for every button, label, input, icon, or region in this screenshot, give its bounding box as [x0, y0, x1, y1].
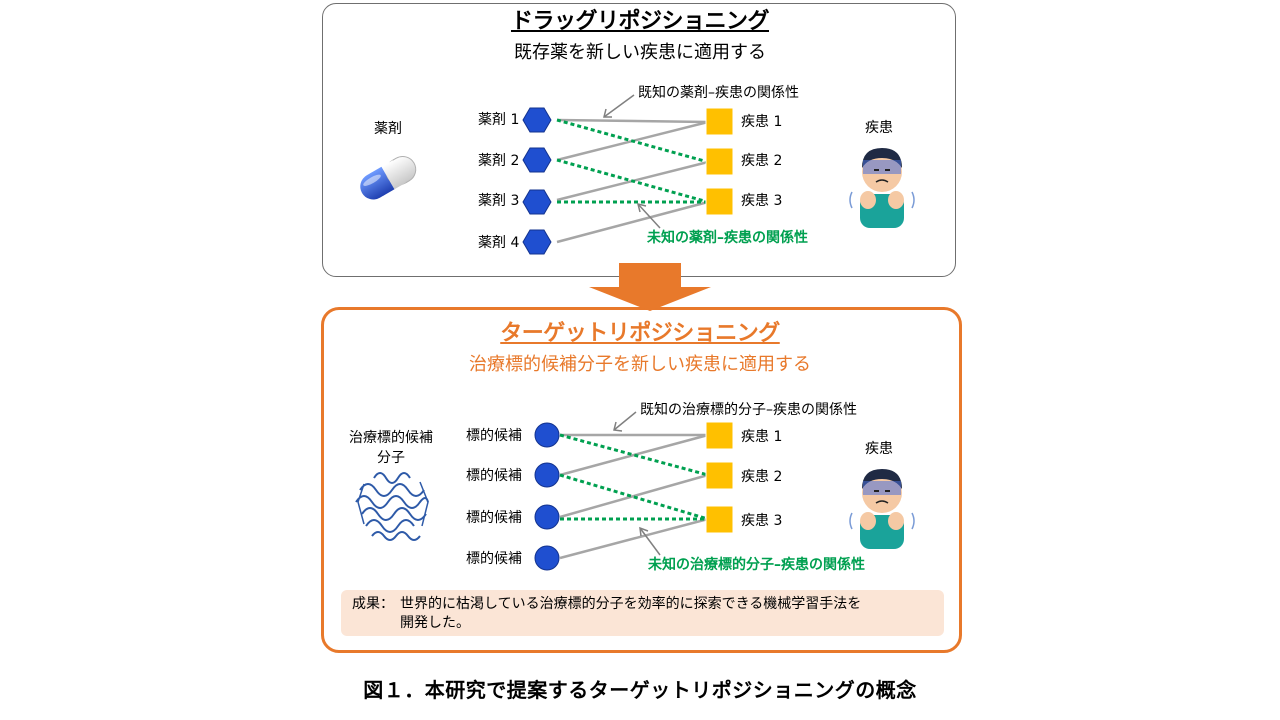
unknown-edges-top	[556, 118, 709, 204]
drug-node-4	[522, 229, 552, 255]
known-relation-note-bottom: 既知の治療標的分子–疾患の関係性	[640, 402, 857, 418]
target-label-3: 標的候補	[466, 510, 522, 526]
disease-caption-top: 疾患	[865, 120, 893, 136]
known-edge-target2-disease1	[559, 433, 709, 477]
drug-repositioning-title: ドラッグリポジショニング	[510, 9, 770, 34]
disease-nodes-top	[705, 107, 734, 216]
capsule-icon	[360, 156, 417, 200]
disease-node-bottom-2	[705, 461, 734, 490]
disease-label-bottom-2: 疾患 2	[741, 469, 783, 485]
drug-caption: 薬剤	[374, 121, 402, 137]
target-node-1	[534, 422, 560, 448]
unknown-note-pointer-head-top	[636, 202, 647, 213]
known-edge-drug4-disease3	[556, 200, 709, 244]
disease-label-top-2: 疾患 2	[741, 153, 783, 169]
known-note-pointer-head-bottom	[613, 421, 623, 432]
known-edge-target4-disease3	[559, 517, 709, 560]
disease-label-top-3: 疾患 3	[741, 193, 783, 209]
drug-node-2	[522, 147, 552, 173]
disease-nodes-bottom	[705, 421, 734, 534]
target-caption-line2: 分子	[377, 450, 405, 466]
unknown-relation-note-top: 未知の薬剤–疾患の関係性	[647, 230, 808, 246]
drug-repositioning-subtitle: 既存薬を新しい疾患に適用する	[514, 42, 766, 63]
target-label-4: 標的候補	[466, 551, 522, 567]
known-note-pointer-head-top	[603, 108, 612, 118]
drug-label-1: 薬剤 1	[478, 112, 520, 128]
target-label-1: 標的候補	[466, 428, 522, 444]
result-text-line2: 開発した。	[400, 615, 470, 631]
disease-label-bottom-1: 疾患 1	[741, 429, 783, 445]
unknown-note-pointer-bottom	[639, 527, 661, 556]
target-repositioning-subtitle: 治療標的候補分子を新しい疾患に適用する	[469, 354, 811, 375]
drug-node-3	[522, 189, 552, 215]
disease-node-top-2	[705, 147, 734, 176]
unknown-edge-target2-disease3	[559, 473, 709, 521]
known-edges-bottom	[559, 433, 709, 560]
target-caption-line1: 治療標的候補	[349, 430, 433, 446]
known-note-pointer-bottom	[613, 411, 637, 431]
drug-node-1	[522, 107, 552, 133]
unknown-note-pointer-head-bottom	[639, 526, 649, 537]
drug-label-3: 薬剤 3	[478, 193, 520, 209]
target-node-3	[534, 504, 560, 530]
disease-caption-bottom: 疾患	[865, 441, 893, 457]
disease-label-bottom-3: 疾患 3	[741, 513, 783, 529]
target-nodes	[534, 422, 560, 571]
unknown-note-pointer-top	[637, 203, 661, 229]
disease-node-bottom-1	[705, 421, 734, 450]
down-arrow-icon	[589, 263, 711, 311]
known-note-pointer-top	[603, 94, 635, 118]
known-edge-drug1-disease1	[556, 118, 709, 124]
disease-node-top-1	[705, 107, 734, 136]
target-repositioning-title: ターゲットリポジショニング	[500, 321, 780, 346]
drug-nodes	[522, 107, 552, 255]
unknown-edge-drug1-disease2	[556, 118, 709, 164]
known-edge-target3-disease2	[559, 473, 709, 519]
sick-person-icon	[849, 148, 915, 228]
result-text-line1: 世界的に枯渇している治療標的分子を効率的に探索できる機械学習手法を	[400, 596, 862, 612]
drug-label-2: 薬剤 2	[478, 153, 520, 169]
unknown-relation-note-bottom: 未知の治療標的分子–疾患の関係性	[648, 557, 865, 573]
target-label-2: 標的候補	[466, 468, 522, 484]
unknown-edge-drug2-disease3	[556, 158, 709, 204]
disease-node-bottom-3	[705, 505, 734, 534]
disease-node-top-3	[705, 187, 734, 216]
unknown-edge-target1-disease2	[559, 433, 709, 477]
drug-label-4: 薬剤 4	[478, 235, 520, 251]
result-label: 成果：	[352, 596, 394, 612]
figure-caption: 図１．本研究で提案するターゲットリポジショニングの概念	[363, 678, 917, 702]
unknown-edges-bottom	[559, 433, 709, 521]
target-node-4	[534, 545, 560, 571]
sick-person-icon	[849, 469, 915, 549]
target-node-2	[534, 462, 560, 488]
known-relation-note-top: 既知の薬剤–疾患の関係性	[638, 85, 799, 101]
disease-label-top-1: 疾患 1	[741, 114, 783, 130]
result-box	[341, 590, 944, 636]
protein-structure-icon	[355, 472, 429, 541]
